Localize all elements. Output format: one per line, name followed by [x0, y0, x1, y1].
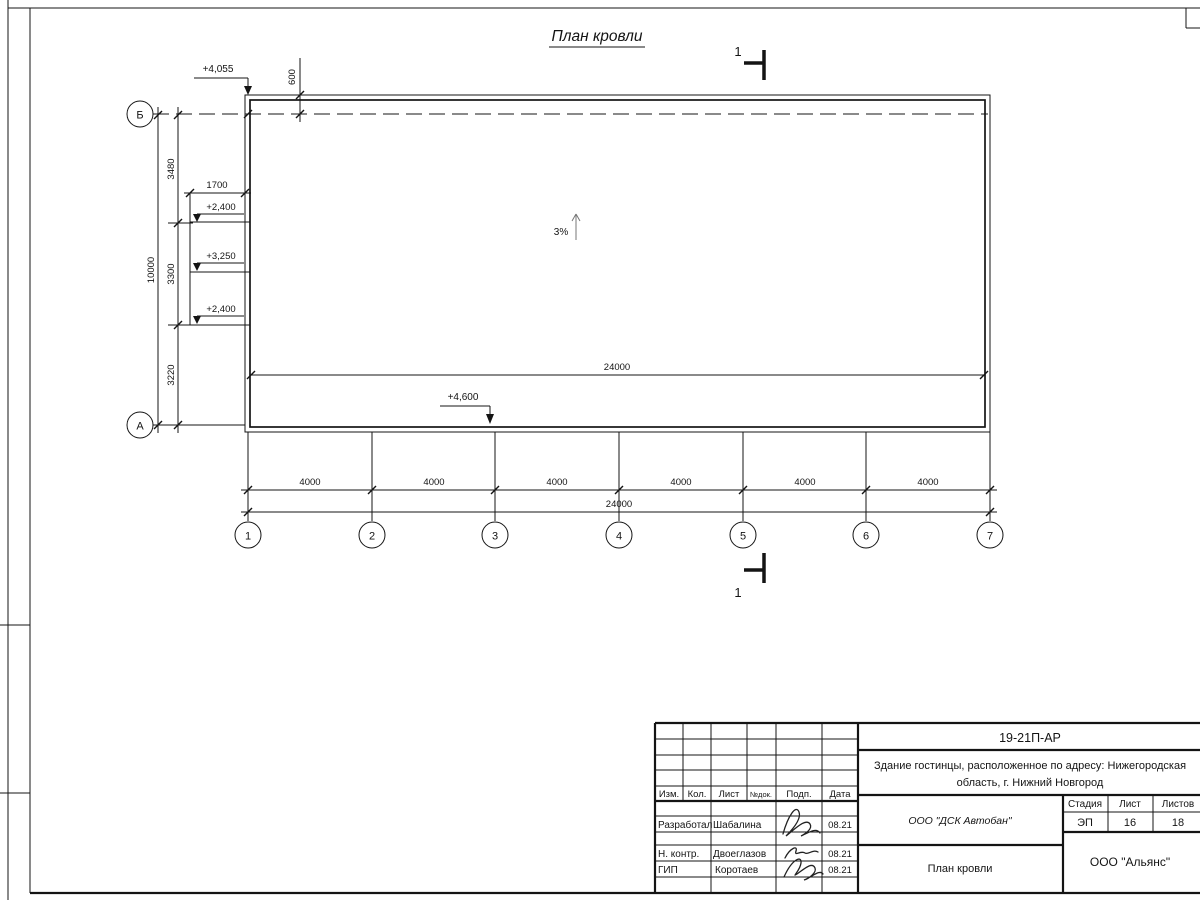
signature-dvoeglazov: [784, 847, 819, 859]
axis-label-b: Б: [136, 110, 143, 122]
axis-label-5: 5: [740, 531, 746, 543]
tb-organization: ООО "Альянс": [1090, 855, 1170, 869]
tb-role-razrabotal: Разработал: [658, 819, 713, 831]
axis-label-a: А: [136, 421, 144, 433]
tb-role-gip: ГИП: [658, 865, 678, 876]
elevation-marks: +4,055 +4,600 +2,400 +3,250 +2,400: [193, 64, 494, 424]
dim-4000-6: 4000: [917, 477, 938, 488]
axis-label-1: 1: [245, 531, 251, 543]
tb-col-kol: Кол.: [688, 789, 707, 800]
dim-4000-3: 4000: [546, 477, 567, 488]
dim-4000-4: 4000: [670, 477, 691, 488]
tb-col-list: Лист: [719, 789, 740, 800]
tb-col-izm: Изм.: [659, 789, 679, 800]
axis-label-2: 2: [369, 531, 375, 543]
tb-col-podp: Подп.: [786, 789, 811, 800]
elevation-box-top: +2,400: [206, 202, 235, 213]
dim-4000-2: 4000: [423, 477, 444, 488]
dimensions: 600 1700 3480 3300 3220 10000 24000: [146, 58, 997, 517]
tb-stage-header: Стадия: [1068, 799, 1102, 810]
drawing-title: План кровли: [549, 28, 645, 48]
roof-outline: [153, 94, 991, 433]
tb-sheet-value: 16: [1124, 817, 1136, 829]
tb-name-dvoeglazov: Двоеглазов: [713, 849, 766, 860]
tb-date-3: 08.21: [828, 865, 852, 876]
dim-24000-total: 24000: [606, 499, 632, 510]
axis-label-6: 6: [863, 531, 869, 543]
tb-date-1: 08.21: [828, 820, 852, 831]
elevation-box-mid: +3,250: [206, 251, 235, 262]
dim-3300: 3300: [166, 263, 177, 284]
axis-markers: Б А 1 2 3 4 5 6 7: [126, 100, 1004, 549]
dim-24000-inner: 24000: [604, 362, 630, 373]
dim-3480: 3480: [166, 158, 177, 179]
slope-annotation: 3%: [554, 213, 581, 240]
section-marks: 1 1: [734, 44, 766, 600]
tb-col-ndok: №док.: [750, 790, 772, 799]
section-mark-bottom-label: 1: [734, 585, 741, 600]
drawing-title-text: План кровли: [552, 28, 643, 45]
title-block: Изм. Кол. Лист №док. Подп. Дата Разработ…: [653, 721, 1200, 893]
elevation-bottom: +4,600: [448, 392, 479, 403]
signature-shabalina: [782, 808, 821, 837]
tb-col-data: Дата: [829, 789, 851, 800]
tb-sheet-header: Лист: [1119, 799, 1141, 810]
dim-600: 600: [287, 69, 298, 85]
tb-sheet-name: План кровли: [928, 863, 993, 875]
signature-korotaev: [783, 858, 824, 881]
axis-label-4: 4: [616, 531, 622, 543]
tb-sheets-value: 18: [1172, 817, 1184, 829]
tb-name-shabalina: Шабалина: [713, 819, 762, 831]
tb-sheets-header: Листов: [1162, 799, 1195, 810]
tb-name-korotaev: Коротаев: [715, 865, 758, 876]
tb-date-2: 08.21: [828, 849, 852, 860]
dim-1700: 1700: [206, 180, 227, 191]
tb-role-nkontr: Н. контр.: [658, 849, 699, 860]
dim-4000-1: 4000: [299, 477, 320, 488]
tb-contractor: ООО "ДСК Автобан": [908, 815, 1013, 827]
section-mark-top-label: 1: [734, 44, 741, 59]
elevation-top-left: +4,055: [203, 64, 234, 75]
tb-stage-value: ЭП: [1077, 817, 1093, 829]
dim-10000: 10000: [146, 257, 157, 283]
elevation-box-low: +2,400: [206, 304, 235, 315]
axis-label-3: 3: [492, 531, 498, 543]
tb-project-line2: область, г. Нижний Новгород: [957, 777, 1104, 789]
tb-project-line1: Здание гостинцы, расположенное по адресу…: [874, 760, 1186, 772]
dim-3220: 3220: [166, 364, 177, 385]
tb-doc-number: 19-21П-АР: [999, 731, 1061, 745]
axis-label-7: 7: [987, 531, 993, 543]
dim-4000-5: 4000: [794, 477, 815, 488]
slope-label: 3%: [554, 227, 569, 238]
